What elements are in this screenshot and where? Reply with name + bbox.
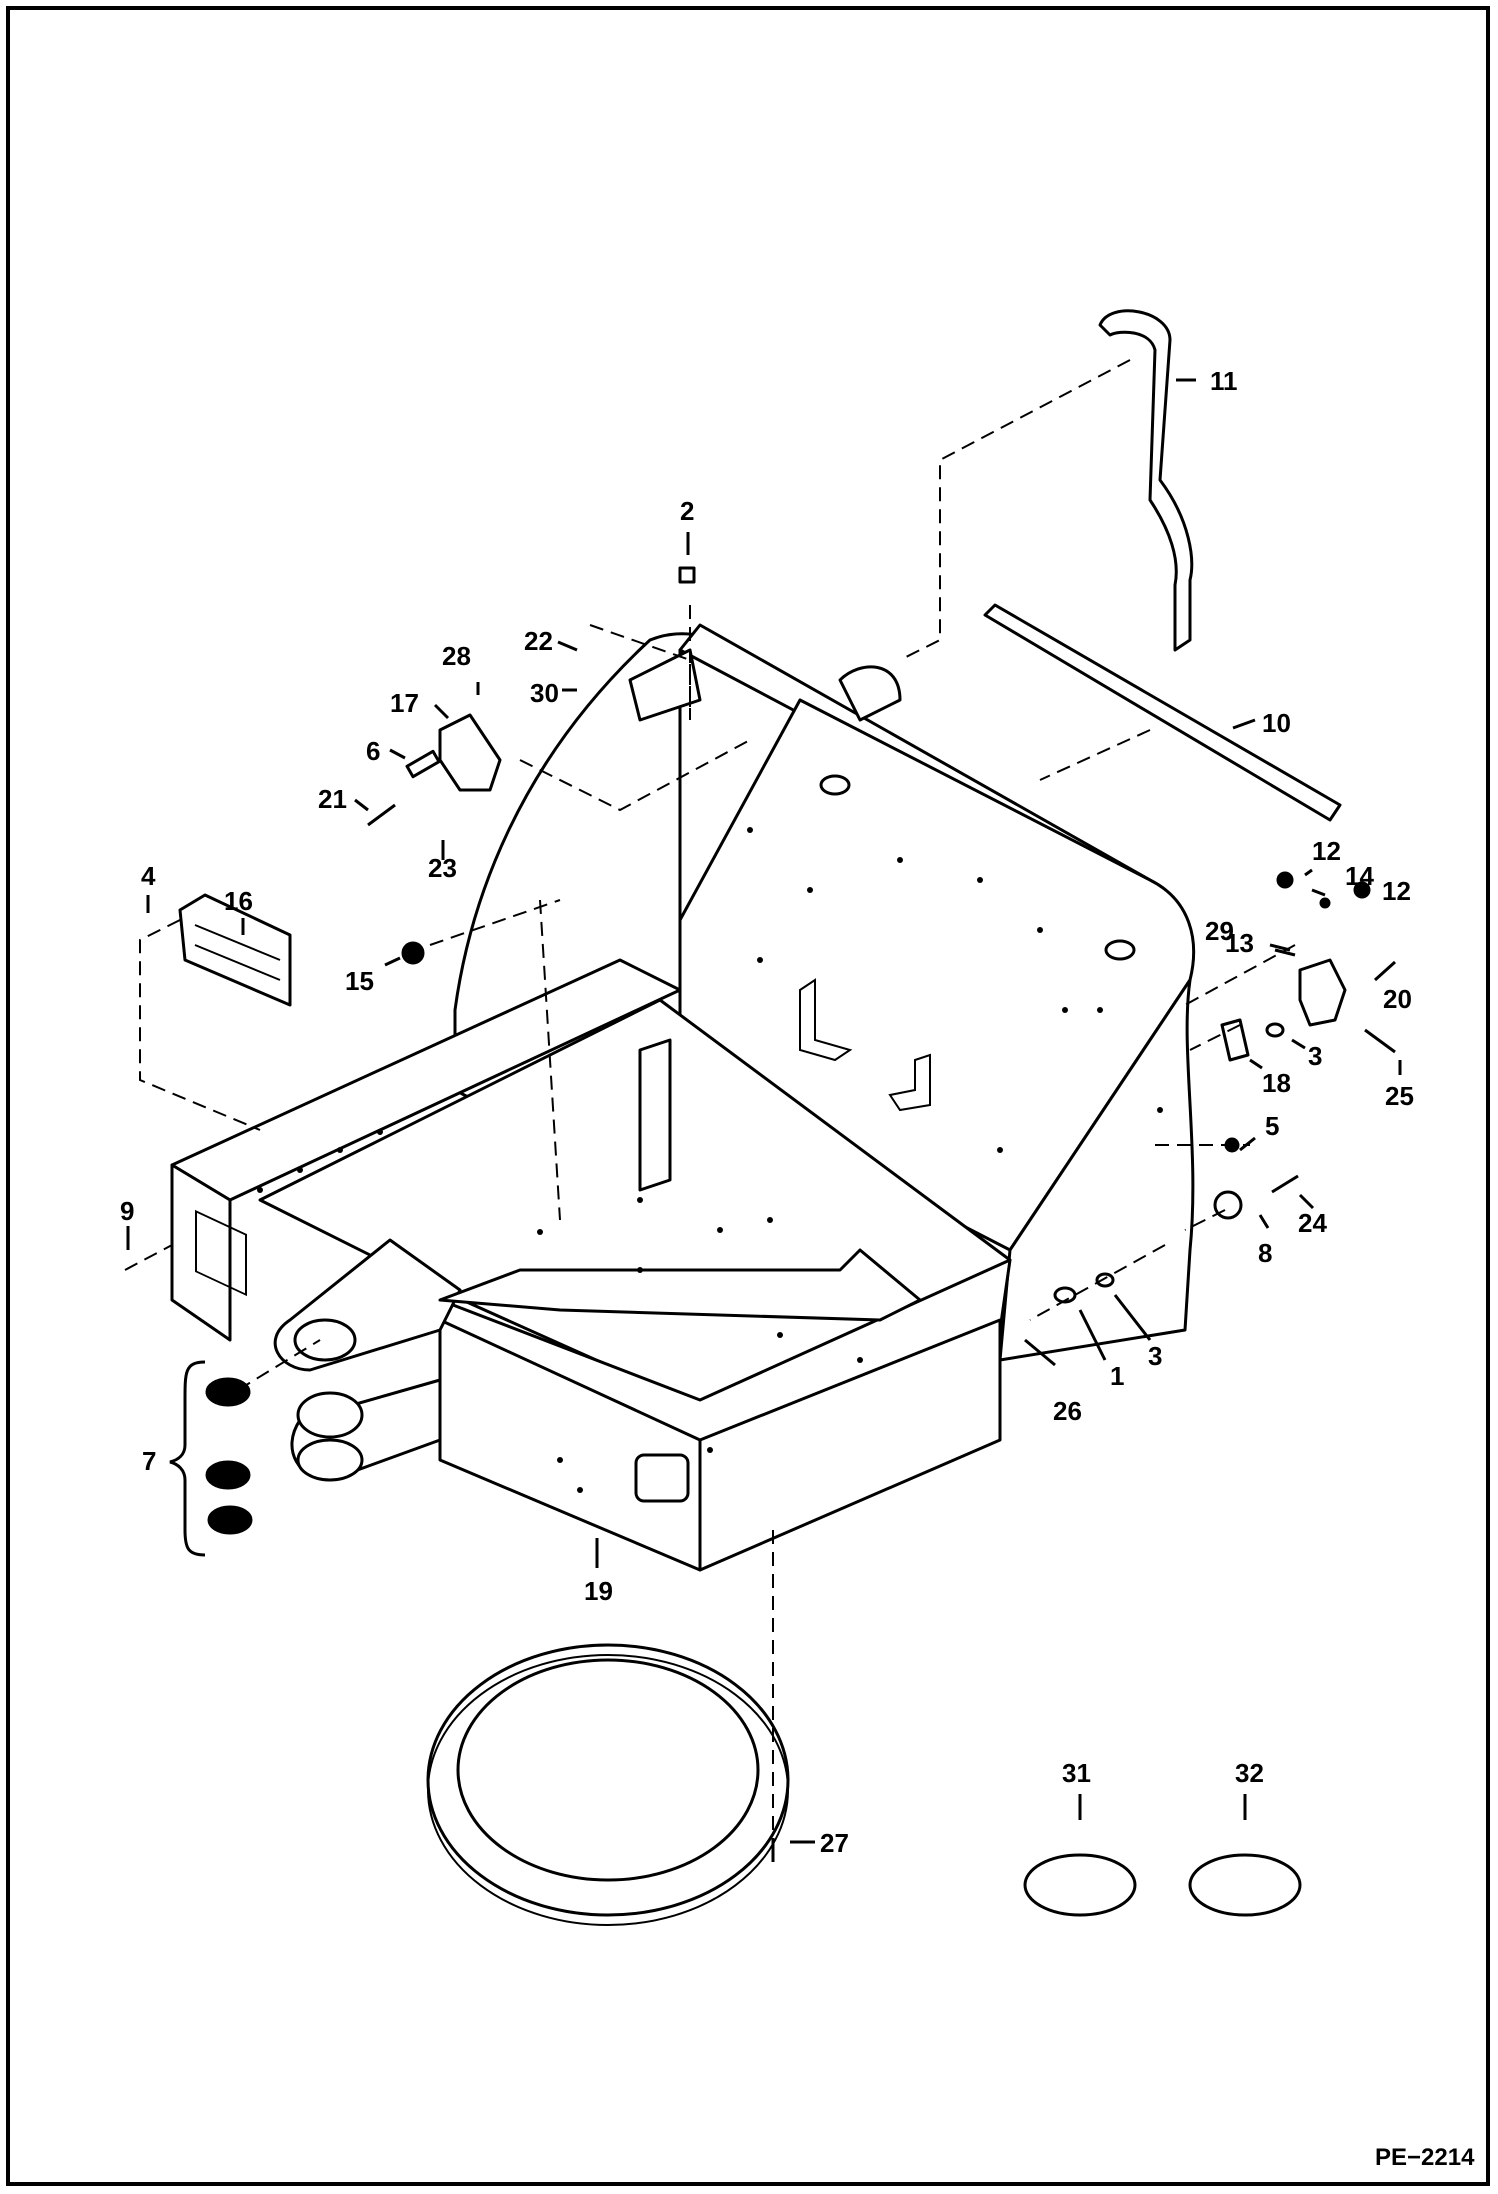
callout-26: 26 [1053,1396,1082,1426]
upper-frame-assembly [170,623,1196,1572]
back-stud-right [1104,939,1136,961]
callout-32: 32 [1235,1758,1264,1788]
top-corner-bracket [628,648,702,722]
callout-17: 17 [390,688,419,718]
swing-bearing-inner [456,1658,760,1882]
callout-24: 24 [1298,1208,1327,1238]
left-cutout [195,1209,247,1297]
swing-bearing-bottom-edge [427,1654,789,1926]
callout-18: 18 [1262,1068,1291,1098]
callout-21: 21 [318,784,347,814]
callouts: 1 2 3 3 4 5 6 7 8 9 10 11 12 12 13 14 15… [120,366,1414,1858]
callout-3-lower: 3 [1148,1341,1162,1371]
front-cutout [634,1453,690,1503]
callout-20: 20 [1383,984,1412,1014]
part-3-washer-upper [1265,1022,1285,1038]
part-12-nut-right [1353,881,1371,899]
assembly-lines [124,359,1296,1830]
callout-14: 14 [1345,861,1374,891]
part-1-washer [1053,1286,1077,1304]
panel-holes [257,827,1163,1493]
part-13-bracket [1298,958,1347,1027]
part-25-bolt [1364,1028,1396,1054]
part-17-hinge-plate [438,713,502,792]
part-18-plate [1220,1018,1250,1062]
callout-12-right: 12 [1382,876,1411,906]
callout-11: 11 [1210,366,1238,396]
callout-5: 5 [1265,1111,1279,1141]
part-21-bolt [367,803,396,827]
callout-19: 19 [584,1576,613,1606]
callout-31: 31 [1062,1758,1091,1788]
front-beam-end [698,1318,1002,1572]
part-3-washer-lower [1095,1272,1115,1288]
callout-29: 29 [1205,916,1234,946]
callout-4: 4 [141,861,156,891]
part-24-bolt [1271,1174,1299,1194]
diagram-border [6,6,1490,2186]
part-32-hose-coil [1188,1853,1302,1917]
callout-30: 30 [530,678,559,708]
part-31-hose-coil [1023,1853,1137,1917]
leader-lines [126,378,1402,1844]
part-14-washer [1319,897,1331,909]
callout-8: 8 [1258,1238,1272,1268]
swing-bracket-boss-middle [296,1391,364,1439]
part-15-grommet [401,941,425,965]
back-bracket-left [799,978,853,1062]
back-stud-left [819,774,851,796]
part-11-seal-strip [1098,309,1194,652]
callout-16: 16 [224,886,253,916]
swing-bracket-boss-bottom [296,1438,364,1482]
callout-27: 27 [820,1828,849,1858]
callout-25: 25 [1385,1081,1414,1111]
part-16-grille [178,893,292,1007]
callout-7: 7 [142,1446,156,1476]
inner-upright-post [638,1038,672,1192]
callout-2: 2 [680,496,694,526]
swing-bracket-boss-top [293,1318,357,1362]
callout-22: 22 [524,626,553,656]
part-20-bolt [1373,960,1397,982]
swing-bearing [426,1643,790,1926]
callout-1: 1 [1110,1361,1124,1391]
callout-23: 23 [428,853,457,883]
callout-13: 13 [1225,928,1254,958]
inner-cross-member [438,1248,922,1322]
part-12-nut-left [1276,871,1294,889]
back-bracket-right [888,1053,931,1112]
callout-9: 9 [120,1196,134,1226]
callout-12-left: 12 [1312,836,1341,866]
part-10-rubber-strip [983,603,1342,822]
left-beam-side [170,1163,232,1342]
callout-15: 15 [345,966,374,996]
callout-10: 10 [1262,708,1291,738]
rear-cylinder [838,665,902,722]
part-2-screw [678,566,696,584]
part-6-pin [405,749,441,779]
callout-28: 28 [442,641,471,671]
callout-3-upper: 3 [1308,1041,1322,1071]
callout-6: 6 [366,736,380,766]
figure-code: PE−2214 [1375,2144,1475,2171]
part-7-bushings [205,1377,253,1535]
